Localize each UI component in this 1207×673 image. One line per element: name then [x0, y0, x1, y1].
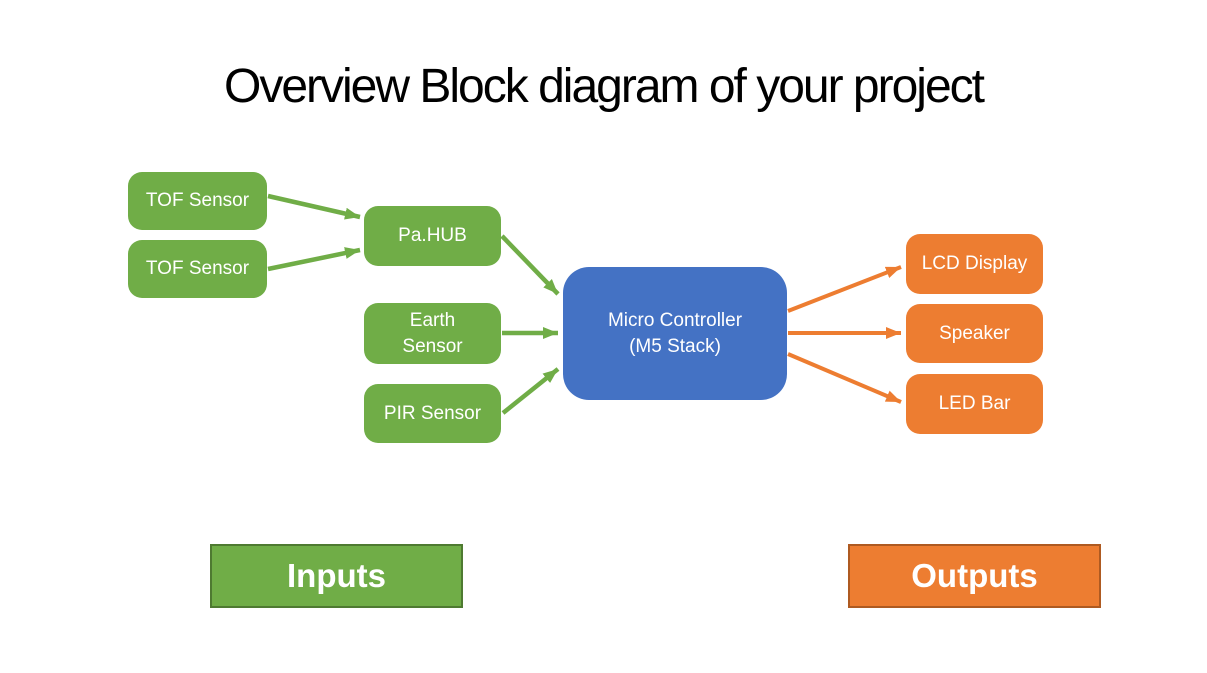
slide-title: Overview Block diagram of your project — [224, 60, 985, 113]
arrow-tof-sensor-2-to-pa-hub — [267, 247, 361, 272]
block-tof-sensor-2: TOF Sensor — [128, 240, 267, 298]
arrow-pa-hub-to-micro-controller — [500, 234, 560, 296]
legend-outputs: Outputs — [848, 544, 1101, 608]
block-earth-sensor: Earth Sensor — [364, 303, 501, 364]
block-speaker: Speaker — [906, 304, 1043, 363]
block-pir-sensor: PIR Sensor — [364, 384, 501, 443]
block-pa-hub: Pa.HUB — [364, 206, 501, 266]
legend-inputs: Inputs — [210, 544, 463, 608]
arrow-micro-controller-to-led-bar — [787, 352, 902, 404]
block-tof-sensor-1: TOF Sensor — [128, 172, 267, 230]
block-lcd-display: LCD Display — [906, 234, 1043, 294]
arrow-tof-sensor-1-to-pa-hub — [267, 193, 361, 220]
arrow-micro-controller-to-lcd-display — [787, 265, 902, 313]
arrow-pir-sensor-to-micro-controller — [501, 367, 560, 415]
block-micro-controller: Micro Controller (M5 Stack) — [563, 267, 787, 400]
block-led-bar: LED Bar — [906, 374, 1043, 434]
